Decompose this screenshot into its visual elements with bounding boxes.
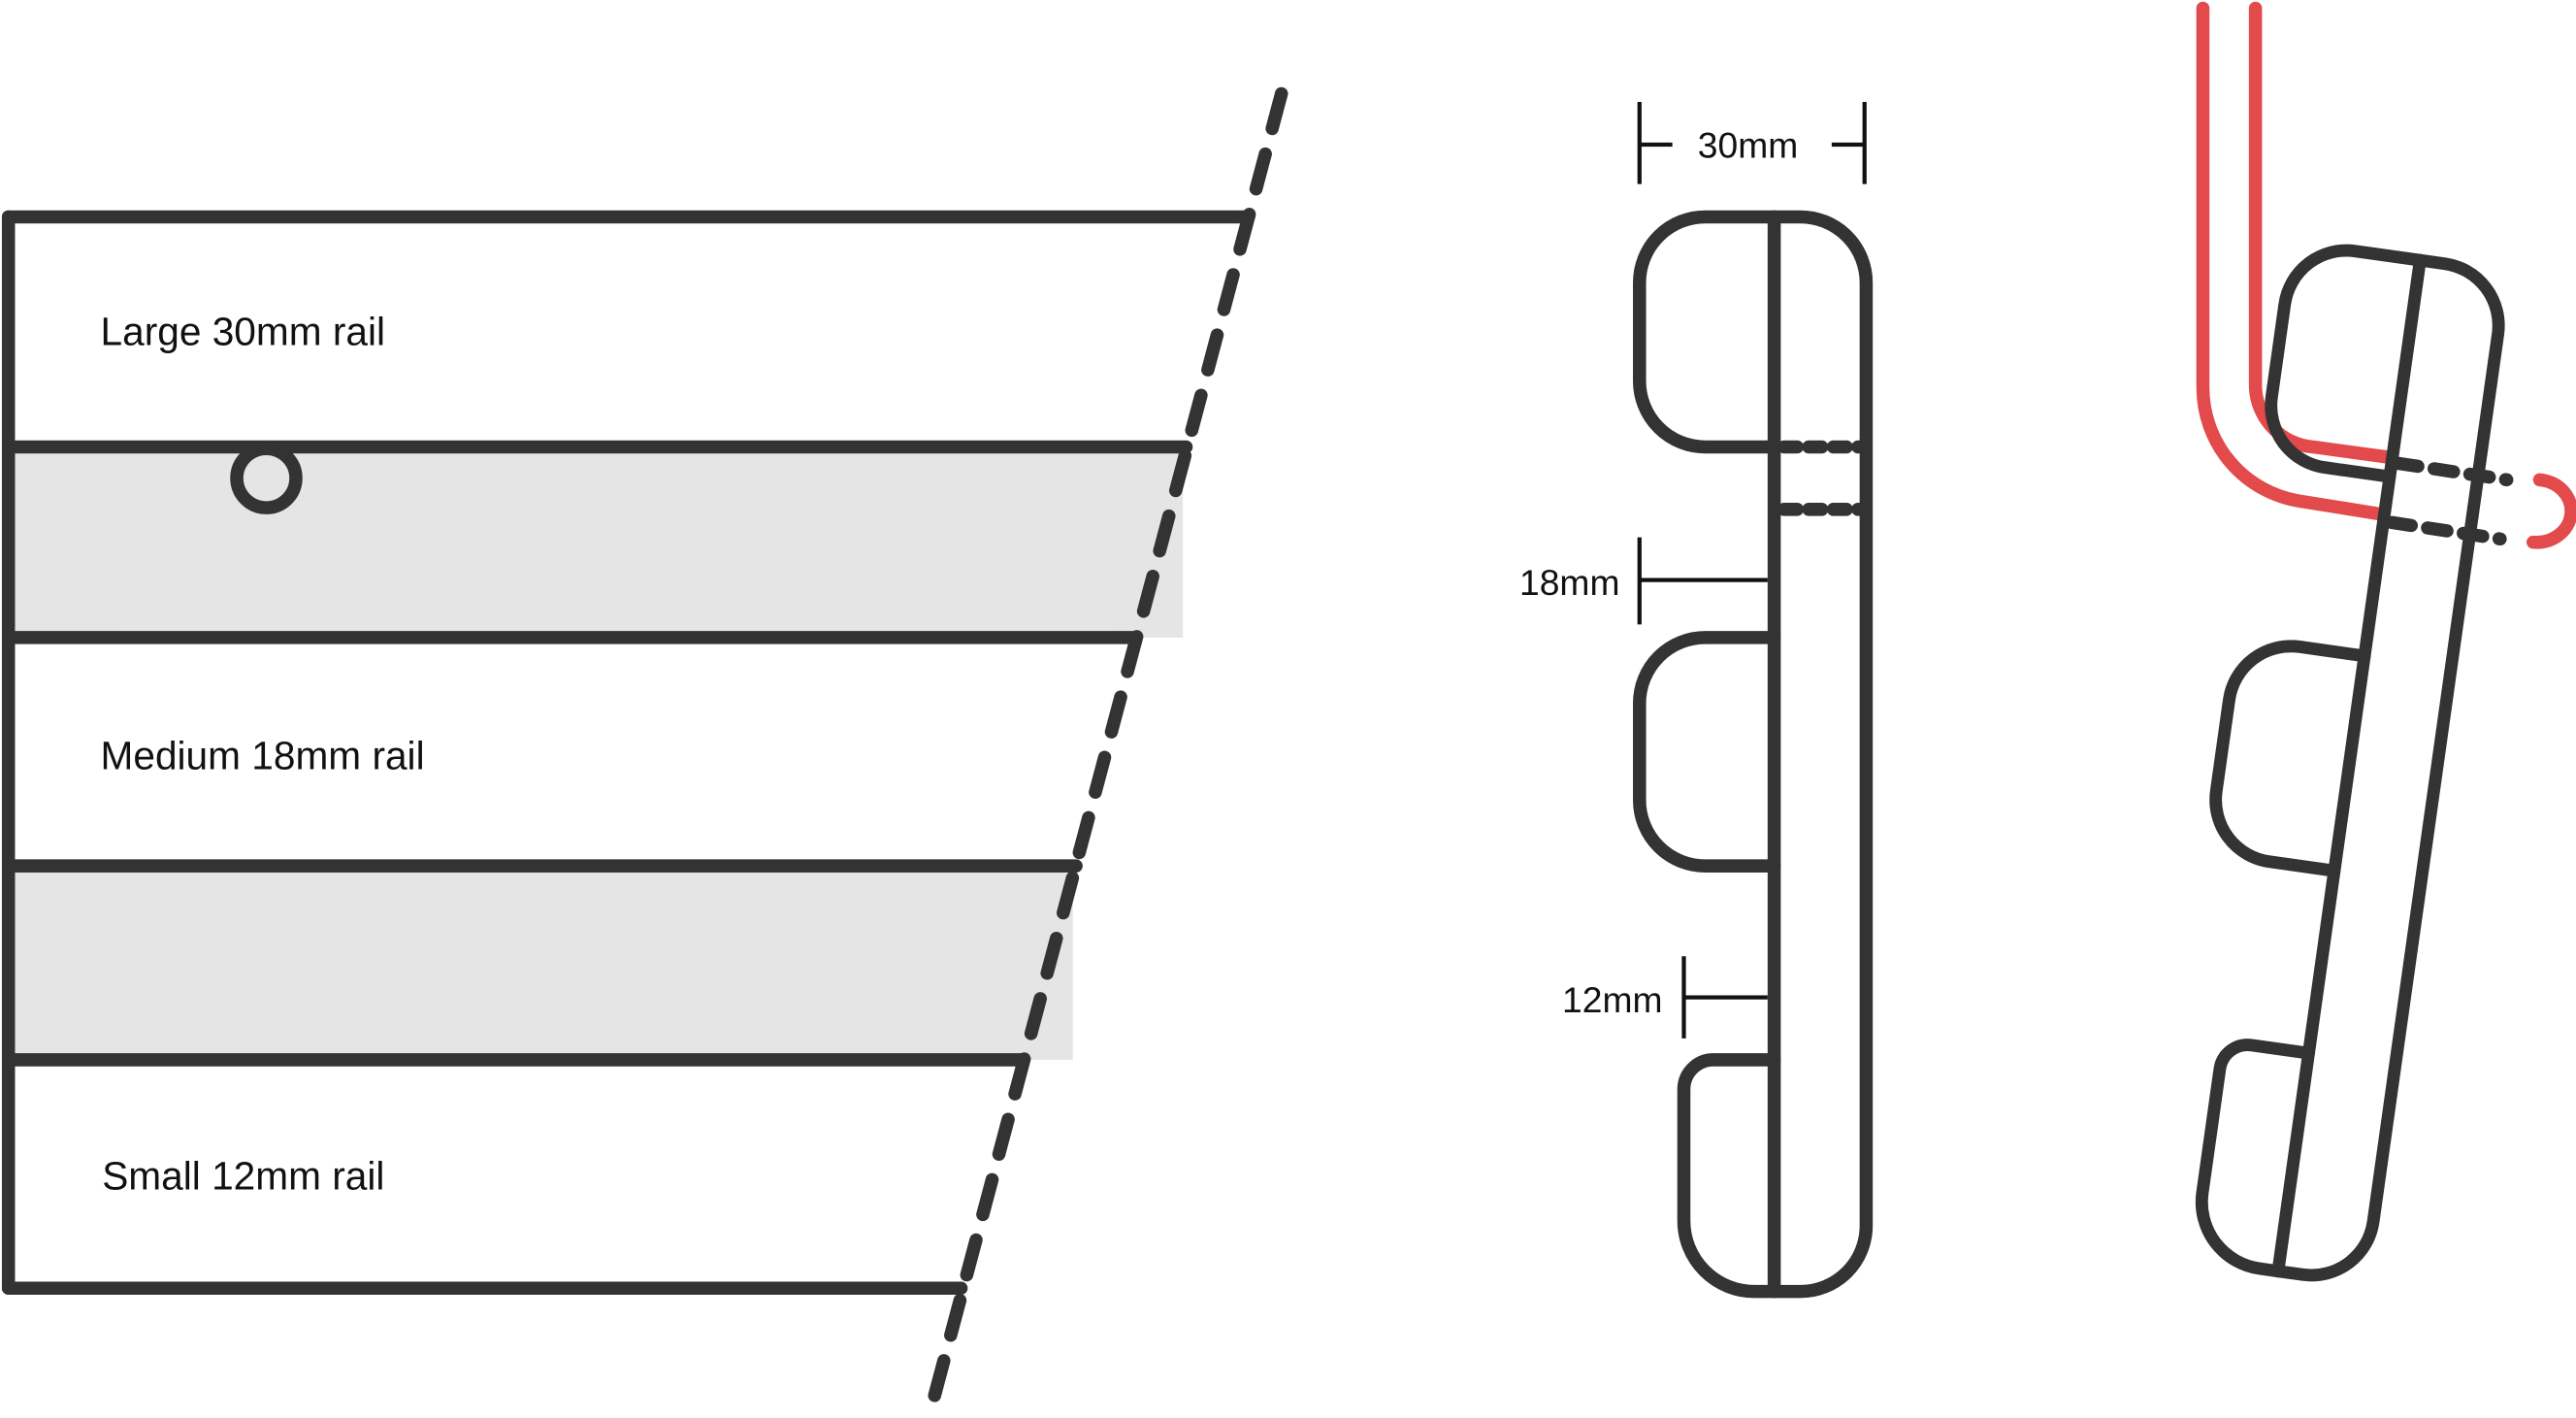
tilted-rail (2151, 1, 2576, 1283)
band-1 (8, 446, 1184, 638)
rail-panel: Large 30mm rail Medium 18mm rail Small 1… (1, 86, 1288, 1418)
hole-icon (230, 442, 303, 514)
dimension-small-label: 12mm (1562, 979, 1662, 1020)
cut-line (923, 86, 1288, 1418)
dimension-medium: 18mm (1519, 537, 1768, 625)
dimension-small: 12mm (1562, 956, 1768, 1039)
rail-label-large: Large 30mm rail (101, 310, 386, 354)
dimension-width-label: 30mm (1698, 125, 1798, 166)
wire-hidden (2392, 456, 2514, 487)
dimension-width: 30mm (1637, 101, 1867, 184)
band-2 (8, 866, 1073, 1060)
wire-hidden (2385, 515, 2507, 546)
dimension-medium-label: 18mm (1519, 562, 1619, 603)
wire (2196, 1, 2389, 521)
wire-loop (2526, 473, 2576, 549)
rail-label-medium: Medium 18mm rail (101, 733, 425, 777)
rail-profile (1633, 210, 1874, 1299)
rail-label-small: Small 12mm rail (102, 1154, 384, 1199)
